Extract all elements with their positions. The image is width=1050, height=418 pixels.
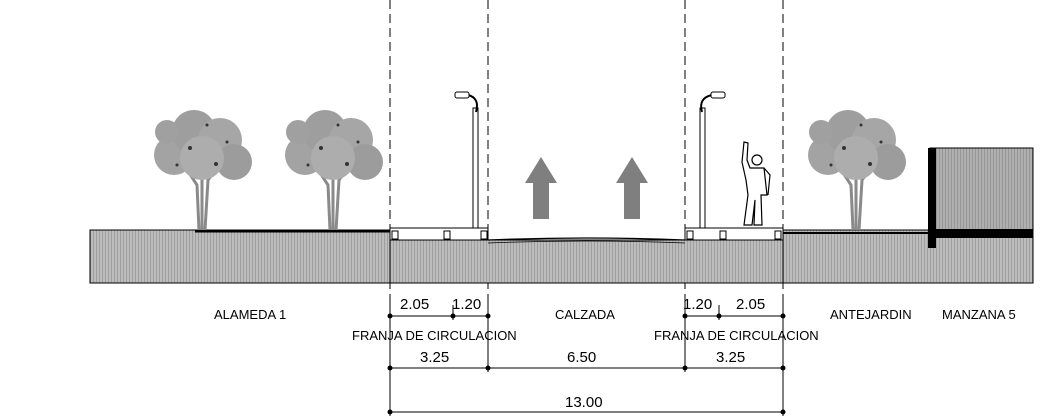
dim-sidewalk-right: 3.25 xyxy=(716,349,745,366)
dim-total: 13.00 xyxy=(565,394,603,411)
human-figure-icon xyxy=(741,141,771,226)
direction-arrow-icon xyxy=(525,157,557,219)
dim-right-a: 2.05 xyxy=(736,296,765,313)
direction-arrow-icon xyxy=(616,157,648,219)
franja-label-right: FRANJA DE CIRCULACION xyxy=(654,328,819,343)
zone-label-calzada: CALZADA xyxy=(555,307,615,322)
dim-sidewalk-left: 3.25 xyxy=(420,349,449,366)
sidewalk-left xyxy=(389,227,489,241)
dimension-lines xyxy=(389,300,784,416)
roadway-surface xyxy=(487,237,686,241)
dim-right-b: 1.20 xyxy=(683,296,712,313)
dimension-ticks xyxy=(387,313,786,415)
street-lamp-icon xyxy=(454,91,479,229)
zone-label-manzana: MANZANA 5 xyxy=(942,307,1016,322)
tree-icon xyxy=(283,108,385,232)
building-icon xyxy=(928,147,1034,248)
tree-icon xyxy=(806,108,908,232)
dim-roadway: 6.50 xyxy=(567,349,596,366)
dim-left-a: 2.05 xyxy=(400,296,429,313)
tree-icon xyxy=(152,108,254,232)
sidewalk-right xyxy=(684,227,784,241)
reference-lines xyxy=(389,0,784,300)
zone-label-antejardin: ANTEJARDIN xyxy=(830,307,912,322)
dim-left-b: 1.20 xyxy=(452,296,481,313)
zone-label-alameda: ALAMEDA 1 xyxy=(214,307,286,322)
ground xyxy=(89,229,1034,284)
franja-label-left: FRANJA DE CIRCULACION xyxy=(352,328,517,343)
street-lamp-icon xyxy=(699,91,726,229)
